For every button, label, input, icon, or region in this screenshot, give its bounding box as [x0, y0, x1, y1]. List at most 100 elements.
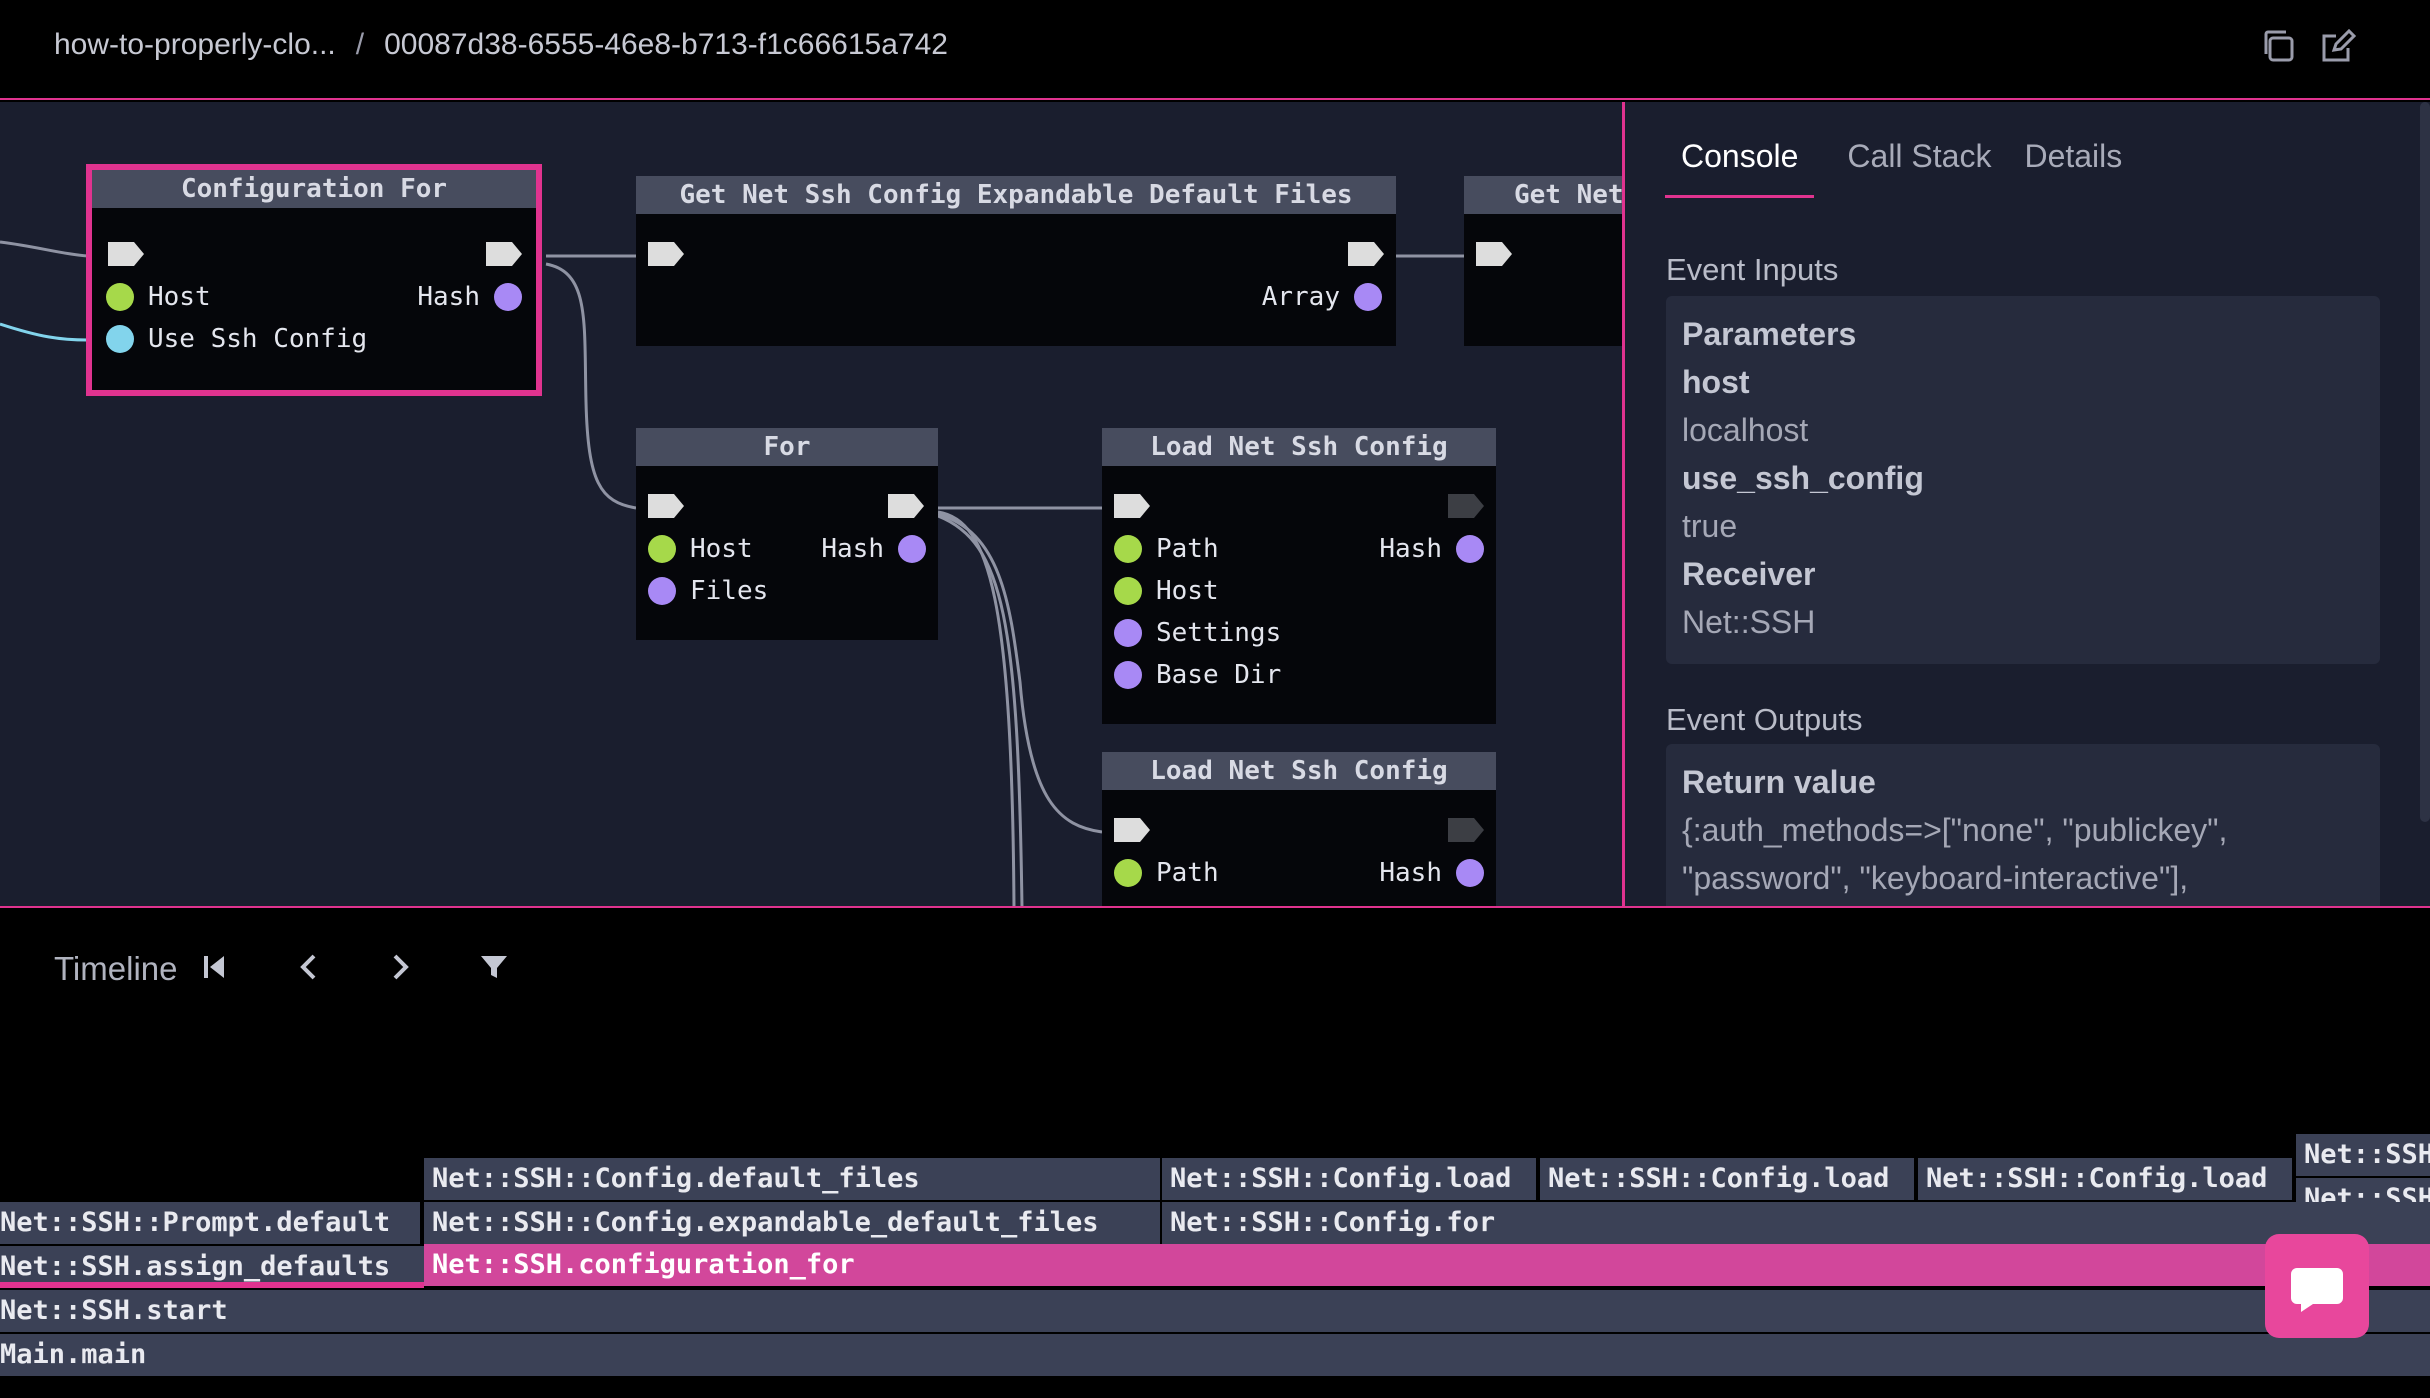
tab-console[interactable]: Console — [1665, 138, 1815, 198]
pin-hash[interactable]: Hash — [1379, 858, 1484, 888]
timeline-cell[interactable]: Net::SSH::Config.for — [1162, 1202, 2430, 1244]
pin-host[interactable]: Host — [648, 534, 753, 564]
timeline-divider[interactable] — [0, 906, 2430, 908]
copy-icon[interactable] — [2258, 26, 2298, 66]
node-get-net[interactable]: Get Net — [1464, 176, 1624, 346]
receiver-value: Net::SSH — [1682, 604, 1816, 640]
pin-dot — [1456, 535, 1484, 563]
node-title: For — [636, 428, 938, 466]
pin-dot — [1456, 859, 1484, 887]
prev-icon[interactable] — [292, 950, 326, 984]
node-title: Load Net Ssh Config — [1102, 428, 1496, 466]
pin-settings[interactable]: Settings — [1114, 618, 1281, 648]
exec-in-icon[interactable] — [1112, 816, 1152, 844]
param-use-ssh-config-value: true — [1682, 508, 1738, 544]
flow-canvas[interactable]: Configuration For Host Use Ssh Config Ha… — [0, 102, 1624, 908]
pin-dot — [648, 535, 676, 563]
pin-dot — [648, 577, 676, 605]
pin-label: Hash — [821, 534, 884, 564]
event-outputs-title: Event Outputs — [1666, 702, 1863, 737]
node-load-net-ssh-config-2[interactable]: Load Net Ssh Config Path Hash — [1102, 752, 1496, 908]
exec-out-icon[interactable] — [886, 492, 926, 520]
node-configuration-for[interactable]: Configuration For Host Use Ssh Config Ha… — [86, 164, 542, 396]
timeline-label: Timeline — [54, 950, 178, 987]
pin-array[interactable]: Array — [1262, 282, 1382, 312]
timeline-cell-selected[interactable]: Net::SSH.assign_defaults — [0, 1246, 424, 1288]
node-title: Load Net Ssh Config — [1102, 752, 1496, 790]
parameters-heading: Parameters — [1682, 316, 1857, 352]
pin-label: Settings — [1156, 618, 1282, 648]
chat-icon — [2291, 1268, 2343, 1312]
timeline-cell[interactable]: Net::SSH::Config.load — [1162, 1158, 1536, 1200]
param-use-ssh-config-name: use_ssh_config — [1682, 460, 1924, 496]
next-icon[interactable] — [383, 950, 417, 984]
timeline-cell[interactable]: Net::SSH::Config.expandable_default_file… — [424, 1202, 1160, 1244]
pin-dot — [1114, 859, 1142, 887]
connection-wires — [0, 240, 1464, 908]
pin-dot — [1114, 619, 1142, 647]
pin-hash[interactable]: Hash — [1379, 534, 1484, 564]
timeline-cell[interactable]: Net::SSH.start — [0, 1290, 2430, 1332]
pin-label: Hash — [417, 282, 480, 312]
exec-out-icon[interactable] — [1446, 816, 1486, 844]
pin-files[interactable]: Files — [648, 576, 768, 606]
edit-icon[interactable] — [2318, 26, 2358, 66]
exec-out-icon[interactable] — [1346, 240, 1386, 268]
skip-start-icon[interactable] — [198, 950, 232, 984]
timeline: Timeline Net::SSH Net::SSH::Config.defau… — [0, 908, 2430, 1398]
pin-dot — [1114, 661, 1142, 689]
pin-label: Files — [690, 576, 769, 606]
pin-path[interactable]: Path — [1114, 534, 1219, 564]
pin-label: Array — [1261, 282, 1340, 312]
breadcrumb-separator: / — [355, 28, 365, 61]
timeline-cell[interactable]: Net::SSH::Prompt.default — [0, 1202, 420, 1244]
timeline-cell[interactable]: Net::SSH::Config.default_files — [424, 1158, 1160, 1200]
chat-button[interactable] — [2265, 1234, 2369, 1338]
pin-use-ssh-config[interactable]: Use Ssh Config — [106, 324, 367, 354]
node-load-net-ssh-config-1[interactable]: Load Net Ssh Config Path Host Settings B… — [1102, 428, 1496, 724]
pin-hash[interactable]: Hash — [417, 282, 522, 312]
pin-host[interactable]: Host — [1114, 576, 1219, 606]
breadcrumb-id: 00087d38-6555-46e8-b713-f1c66615a742 — [384, 28, 948, 61]
node-title: Configuration For — [92, 170, 536, 208]
pin-label: Path — [1156, 858, 1219, 888]
pin-dot — [106, 325, 134, 353]
pin-host[interactable]: Host — [106, 282, 211, 312]
event-inputs-title: Event Inputs — [1666, 252, 1839, 287]
timeline-cell[interactable]: Net::SSH — [2296, 1134, 2430, 1176]
exec-in-icon[interactable] — [646, 240, 686, 268]
panel-divider[interactable] — [1622, 102, 1625, 908]
tab-call-stack[interactable]: Call Stack — [1847, 138, 1992, 174]
pin-label: Host — [690, 534, 753, 564]
breadcrumb-project[interactable]: how-to-properly-clo... — [54, 28, 336, 61]
exec-out-icon[interactable] — [484, 240, 524, 268]
pin-hash[interactable]: Hash — [821, 534, 926, 564]
pin-label: Path — [1156, 534, 1219, 564]
exec-out-icon[interactable] — [1446, 492, 1486, 520]
timeline-cell-highlighted[interactable]: Net::SSH.configuration_for — [424, 1244, 2430, 1286]
timeline-cell[interactable]: Net::SSH::Config.load — [1540, 1158, 1914, 1200]
return-value-line-1: {:auth_methods=>["none", "publickey", — [1682, 812, 2228, 848]
breadcrumb: how-to-properly-clo... / 00087d38-6555-46e… — [54, 28, 948, 62]
exec-in-icon[interactable] — [646, 492, 686, 520]
exec-in-icon[interactable] — [1112, 492, 1152, 520]
pin-label: Hash — [1379, 534, 1442, 564]
event-inputs-box: Parameters host localhost use_ssh_config… — [1666, 296, 2380, 664]
pin-dot — [898, 535, 926, 563]
panel-scrollbar[interactable] — [2420, 102, 2430, 822]
timeline-cell[interactable]: Main.main — [0, 1334, 2430, 1376]
pin-dot — [1354, 283, 1382, 311]
pin-dot — [106, 283, 134, 311]
node-get-expandable-default-files[interactable]: Get Net Ssh Config Expandable Default Fi… — [636, 176, 1396, 346]
tab-details[interactable]: Details — [2024, 138, 2123, 174]
pin-path[interactable]: Path — [1114, 858, 1219, 888]
exec-in-icon[interactable] — [106, 240, 146, 268]
timeline-cell[interactable]: Net::SSH::Config.load — [1918, 1158, 2292, 1200]
node-title: Get Net — [1464, 176, 1624, 214]
panel-tabs: Console Call Stack Details — [1665, 138, 2123, 198]
pin-label: Host — [148, 282, 211, 312]
node-for[interactable]: For Host Files Hash — [636, 428, 938, 640]
pin-base-dir[interactable]: Base Dir — [1114, 660, 1281, 690]
filter-icon[interactable] — [477, 950, 511, 984]
exec-in-icon[interactable] — [1474, 240, 1514, 268]
